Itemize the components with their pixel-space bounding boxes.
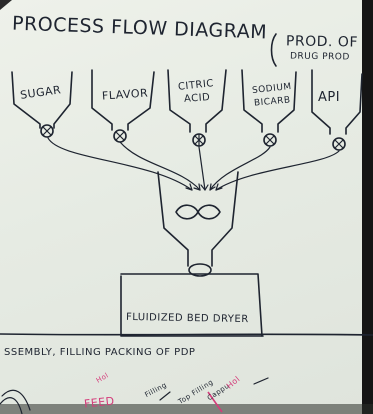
- hopper-citric-acid-label-line2: ACID: [183, 92, 211, 105]
- section-heading: SSEMBLY, FILLING PACKING OF PDP: [4, 347, 196, 358]
- feed-lines: [47, 137, 340, 191]
- hopper-sugar: [11, 71, 73, 138]
- photo-right-edge: [362, 0, 373, 414]
- valve-icon: [263, 133, 277, 147]
- photo-corner-shadow: [0, 0, 12, 10]
- valve-icon: [192, 133, 206, 147]
- mixer-blade-icon: [175, 204, 221, 220]
- valve-icon: [40, 124, 54, 138]
- title-bracket: [270, 33, 277, 67]
- valve-icon: [332, 137, 346, 151]
- mixer-vessel: [157, 171, 239, 267]
- photo-bottom-edge: [0, 404, 373, 414]
- dryer-label: FLUIDIZED BED DRYER: [125, 311, 249, 326]
- fluidized-bed-dryer: [120, 263, 264, 337]
- bottom-sketches: [0, 377, 269, 414]
- hopper-citric-acid: [167, 69, 227, 147]
- hopper-flavor: [91, 69, 155, 143]
- hopper-api-label: API: [318, 90, 341, 105]
- hopper-sodium-bicarb: [241, 69, 297, 147]
- title-subtitle-line1: PROD. OF: [285, 33, 359, 51]
- title-subtitle-line2: DRUG PROD: [289, 51, 350, 63]
- section-divider: [0, 333, 373, 336]
- hopper-api: [311, 69, 363, 151]
